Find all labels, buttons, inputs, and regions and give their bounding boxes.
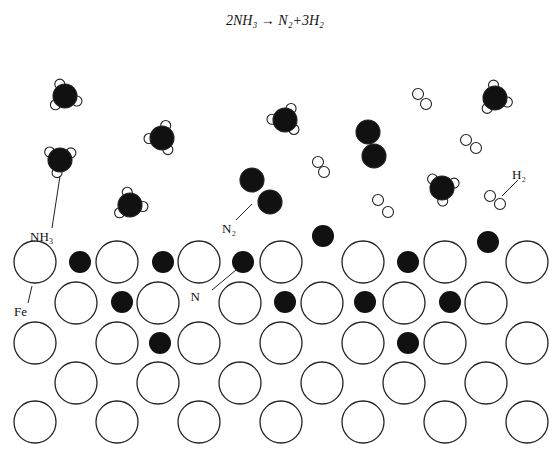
- ammonia-molecule: [144, 121, 174, 155]
- ammonia-molecule: [45, 147, 76, 178]
- iron-atom: [14, 241, 56, 283]
- iron-atom: [260, 241, 302, 283]
- nitrogen-atom: [312, 225, 334, 247]
- nitrogen-atom: [354, 291, 376, 313]
- nitrogen-atom: [53, 84, 77, 108]
- leader-line: [28, 286, 32, 303]
- nitrogen-atom: [69, 251, 91, 273]
- iron-atom: [383, 362, 425, 404]
- iron-lattice: [14, 241, 548, 443]
- hydrogen-molecule: [461, 135, 482, 154]
- iron-atom: [342, 401, 384, 443]
- nitrogen-atom: [356, 120, 380, 144]
- hydrogen-atom: [373, 195, 384, 206]
- iron-atom: [96, 401, 138, 443]
- iron-atom: [301, 362, 343, 404]
- iron-atom: [424, 322, 466, 364]
- iron-atom: [55, 362, 97, 404]
- ammonia-molecule: [482, 80, 512, 113]
- iron-atom: [260, 401, 302, 443]
- iron-atom: [506, 241, 548, 283]
- nitrogen-atom: [273, 108, 297, 132]
- nitrogen-atom: [430, 176, 454, 200]
- adsorbed-nitrogen: [69, 225, 499, 354]
- iron-atom: [424, 241, 466, 283]
- leader-line: [502, 180, 518, 196]
- iron-atom: [301, 282, 343, 324]
- ammonia-molecule: [115, 187, 148, 217]
- nitrogen-atom: [111, 291, 133, 313]
- nitrogen-atom: [397, 332, 419, 354]
- hydrogen-atom: [413, 89, 424, 100]
- iron-atom: [506, 401, 548, 443]
- nitrogen-atom: [232, 251, 254, 273]
- hydrogen-atom: [421, 99, 432, 110]
- ammonia-molecule: [267, 104, 299, 135]
- iron-atom: [424, 401, 466, 443]
- hydrogen-molecule: [313, 157, 330, 178]
- nitrogen-atom: [150, 126, 174, 150]
- part-label: H₂: [512, 168, 526, 181]
- hydrogen-molecule: [485, 191, 506, 210]
- nitrogen-atom: [149, 332, 171, 354]
- iron-atom: [342, 241, 384, 283]
- nitrogen-atom: [439, 291, 461, 313]
- iron-atom: [219, 282, 261, 324]
- reaction-equation: 2NH₃ → N₂+3H₂: [226, 14, 324, 28]
- nitrogen-atom: [48, 148, 72, 172]
- iron-atom: [96, 241, 138, 283]
- gas-molecules: [45, 79, 513, 218]
- iron-atom: [342, 322, 384, 364]
- hydrogen-atom: [485, 191, 496, 202]
- leader-line: [212, 270, 236, 290]
- part-label: N₂: [222, 222, 236, 235]
- nitrogen-atom: [483, 86, 507, 110]
- part-label: N: [191, 290, 200, 303]
- iron-atom: [465, 362, 507, 404]
- hydrogen-atom: [313, 157, 324, 168]
- hydrogen-atom: [461, 135, 472, 146]
- iron-atom: [55, 282, 97, 324]
- part-label: Fe: [14, 305, 27, 318]
- iron-atom: [178, 322, 220, 364]
- nitrogen-atom: [152, 251, 174, 273]
- nitrogen-atom: [258, 190, 282, 214]
- leader-lines: [28, 176, 518, 303]
- nitrogen-atom: [118, 193, 142, 217]
- leader-line: [52, 176, 60, 228]
- nitrogen-atom: [477, 231, 499, 253]
- leader-line: [236, 204, 252, 220]
- ammonia-molecule: [428, 174, 459, 206]
- nitrogen-atom: [362, 144, 386, 168]
- iron-atom: [260, 322, 302, 364]
- iron-atom: [14, 322, 56, 364]
- hydrogen-molecule: [413, 89, 432, 110]
- hydrogen-atom: [383, 207, 394, 218]
- nitrogen-atom: [397, 251, 419, 273]
- iron-atom: [137, 282, 179, 324]
- iron-atom: [506, 322, 548, 364]
- nitrogen-atom: [274, 291, 296, 313]
- iron-atom: [137, 362, 179, 404]
- hydrogen-atom: [471, 143, 482, 154]
- nitrogen-molecule: [240, 168, 282, 214]
- nitrogen-atom: [240, 168, 264, 192]
- iron-atom: [14, 401, 56, 443]
- iron-atom: [465, 282, 507, 324]
- hydrogen-molecule: [373, 195, 394, 218]
- iron-atom: [383, 282, 425, 324]
- hydrogen-atom: [495, 199, 506, 210]
- part-label: NH₃: [30, 230, 53, 243]
- iron-atom: [219, 362, 261, 404]
- ammonia-molecule: [50, 79, 82, 110]
- iron-atom: [178, 401, 220, 443]
- iron-atom: [178, 241, 220, 283]
- hydrogen-atom: [319, 167, 330, 178]
- nitrogen-molecule: [356, 120, 386, 168]
- iron-atom: [96, 322, 138, 364]
